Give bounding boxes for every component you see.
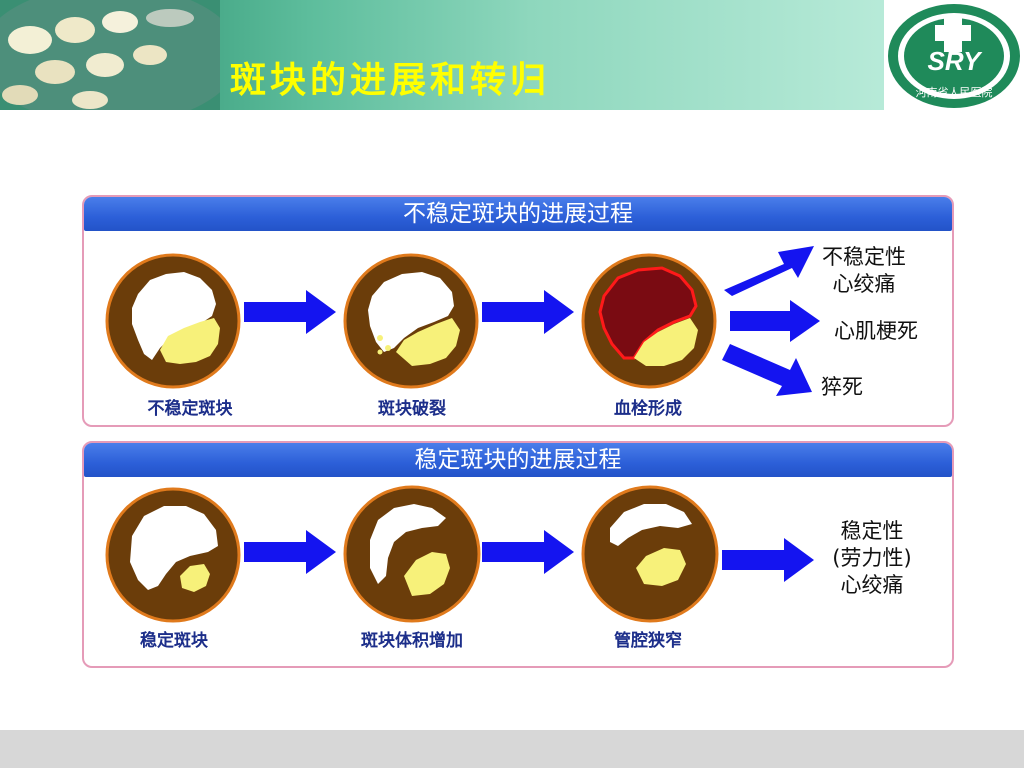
thrombus-vessel [581,253,717,389]
unstable-panel-header: 不稳定斑块的进展过程 [84,197,952,231]
arrow-right-icon [244,290,336,334]
hospital-logo-emblem: SRY 河南省人民医院 [888,4,1020,108]
stage-label-thrombus: 血栓形成 [614,399,682,419]
stage-label-unstable-plaque: 不稳定斑块 [147,399,233,419]
logo-hospital-name: 河南省人民医院 [916,85,993,99]
arrow-right-icon [730,300,820,342]
unstable-plaque-vessel [105,253,241,389]
stage-label-plaque-rupture: 斑块破裂 [378,399,446,419]
outcome-unstable-angina-text: 不稳定性 心绞痛 [822,245,906,296]
header-band: 斑块的进展和转归 [0,0,884,110]
plaque-growth-vessel [343,485,481,623]
arrow-right-icon [482,290,574,334]
plaque-rupture-vessel [343,253,479,389]
stage-label-plaque-growth: 斑块体积增加 [361,631,463,651]
outcome-stable-angina: 稳定性 (劳力性) 心绞痛 [814,518,930,599]
arrow-right-icon [722,538,814,582]
stage-label-lumen-narrowing: 管腔狭窄 [614,631,682,651]
hospital-logo: SRY 河南省人民医院 [884,0,1024,110]
stage-label-stable-plaque: 稳定斑块 [140,631,208,651]
arrow-up-right-icon [724,246,814,296]
outcome-sudden-death: 猝死 [821,375,863,399]
arrow-right-icon [482,530,574,574]
slide-title: 斑块的进展和转归 [230,59,551,101]
surgical-lamp-image [0,0,220,110]
lumen-narrowing-vessel [581,485,719,623]
logo-mark-text: SRY [928,46,984,76]
outcome-unstable-angina: 不稳定性 心绞痛 [806,244,922,298]
footer-band [0,730,1024,768]
stable-panel-header: 稳定斑块的进展过程 [84,443,952,477]
arrow-down-right-icon [722,344,812,396]
arrow-right-icon [244,530,336,574]
outcome-myocardial-infarction: 心肌梗死 [834,319,918,343]
stable-plaque-vessel [105,487,241,623]
outcome-stable-angina-text: 稳定性 (劳力性) 心绞痛 [832,519,912,597]
